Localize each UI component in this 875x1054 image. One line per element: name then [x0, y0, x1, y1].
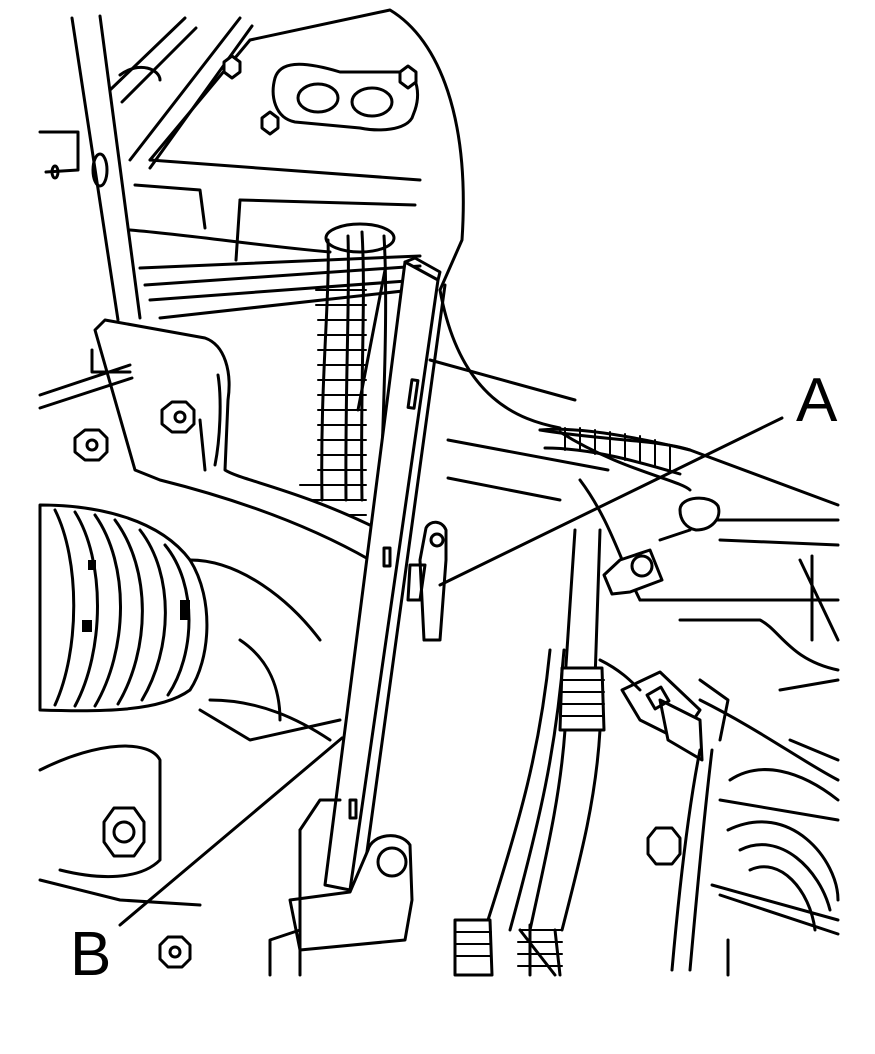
right-knob — [678, 496, 721, 532]
bottom-left-bolt — [158, 935, 192, 969]
lower-pipe — [453, 648, 566, 977]
leader-line-b — [118, 736, 344, 927]
upper-bolts — [222, 54, 418, 136]
vertical-pipe — [517, 528, 606, 977]
mounting-bracket — [38, 318, 382, 562]
upper-housing — [133, 8, 465, 292]
callout-leaders — [118, 416, 784, 927]
bellows-boot — [38, 503, 209, 713]
strap-clip — [406, 520, 448, 642]
upper-right-hose — [538, 427, 692, 476]
callout-label-a: A — [796, 366, 838, 435]
bracket-bolts — [73, 400, 196, 462]
hose-fitting — [602, 528, 692, 596]
left-frame-rail — [38, 14, 142, 322]
center-housing — [38, 558, 342, 907]
callout-label-b: B — [70, 920, 112, 989]
electrical-connector — [598, 658, 730, 972]
corrugated-harness — [299, 222, 396, 516]
lower-left-bolt — [102, 806, 146, 858]
lower-right-assembly — [646, 678, 840, 977]
right-upper-housing — [428, 288, 840, 672]
upper-hoses — [108, 16, 254, 170]
lower-foot — [268, 798, 414, 977]
leader-line-a — [438, 416, 784, 587]
